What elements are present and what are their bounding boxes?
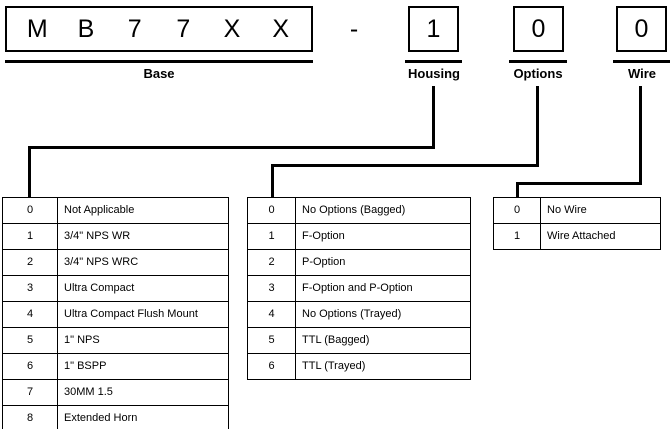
wire-connector-stub	[639, 86, 642, 185]
base-underline-rule	[5, 60, 313, 63]
base-char-0: M	[26, 14, 48, 43]
option-description-cell: 30MM 1.5	[57, 379, 229, 406]
option-code-cell: 2	[2, 249, 58, 276]
option-code-cell: 0	[493, 197, 541, 224]
housing-connector-stub	[432, 86, 435, 149]
wire-connector-horizontal	[516, 182, 642, 185]
housing-underline-rule	[405, 60, 462, 63]
option-description-cell: No Wire	[540, 197, 661, 224]
option-description-cell: 1" NPS	[57, 327, 229, 354]
option-code-cell: 5	[247, 327, 296, 354]
base-char-2: 7	[127, 14, 142, 43]
option-code-cell: 1	[247, 223, 296, 250]
option-code-cell: 1	[2, 223, 58, 250]
option-description-cell: Not Applicable	[57, 197, 229, 224]
option-code-cell: 1	[493, 223, 541, 250]
option-description-cell: Extended Horn	[57, 405, 229, 429]
option-description-cell: TTL (Bagged)	[295, 327, 471, 354]
options-section-label: Options	[513, 66, 563, 81]
part-number-separator: -	[349, 14, 359, 43]
housing-code-box: 1	[408, 6, 459, 52]
option-code-cell: 3	[247, 275, 296, 302]
wire-code-box: 0	[616, 6, 667, 52]
option-code-cell: 6	[2, 353, 58, 380]
base-char-3: 7	[176, 14, 191, 43]
base-char-4: X	[223, 14, 241, 43]
option-code-cell: 0	[247, 197, 296, 224]
option-description-cell: Wire Attached	[540, 223, 661, 250]
option-description-cell: TTL (Trayed)	[295, 353, 471, 380]
option-description-cell: 3/4" NPS WR	[57, 223, 229, 250]
options-underline-rule	[509, 60, 567, 63]
option-code-cell: 4	[247, 301, 296, 328]
option-code-cell: 5	[2, 327, 58, 354]
option-description-cell: Ultra Compact Flush Mount	[57, 301, 229, 328]
option-description-cell: F-Option	[295, 223, 471, 250]
wire-underline-rule	[613, 60, 670, 63]
option-description-cell: 1" BSPP	[57, 353, 229, 380]
option-code-cell: 8	[2, 405, 58, 429]
housing-section-label: Housing	[408, 66, 460, 81]
housing-connector-horizontal	[28, 146, 435, 149]
wire-connector-drop	[516, 182, 519, 199]
base-code-box: M B 7 7 X X	[5, 6, 313, 52]
options-connector-horizontal	[271, 164, 539, 167]
base-char-5: X	[272, 14, 290, 43]
option-code-cell: 2	[247, 249, 296, 276]
base-char-1: B	[77, 14, 95, 43]
option-code-cell: 4	[2, 301, 58, 328]
wire-section-label: Wire	[627, 66, 657, 81]
options-code-box: 0	[513, 6, 564, 52]
option-description-cell: Ultra Compact	[57, 275, 229, 302]
option-code-cell: 0	[2, 197, 58, 224]
option-description-cell: F-Option and P-Option	[295, 275, 471, 302]
base-section-label: Base	[143, 66, 175, 81]
option-description-cell: P-Option	[295, 249, 471, 276]
housing-connector-drop	[28, 146, 31, 199]
option-code-cell: 7	[2, 379, 58, 406]
option-code-cell: 6	[247, 353, 296, 380]
option-description-cell: No Options (Bagged)	[295, 197, 471, 224]
option-description-cell: 3/4" NPS WRC	[57, 249, 229, 276]
option-code-cell: 3	[2, 275, 58, 302]
option-description-cell: No Options (Trayed)	[295, 301, 471, 328]
options-connector-stub	[536, 86, 539, 167]
options-connector-drop	[271, 164, 274, 199]
